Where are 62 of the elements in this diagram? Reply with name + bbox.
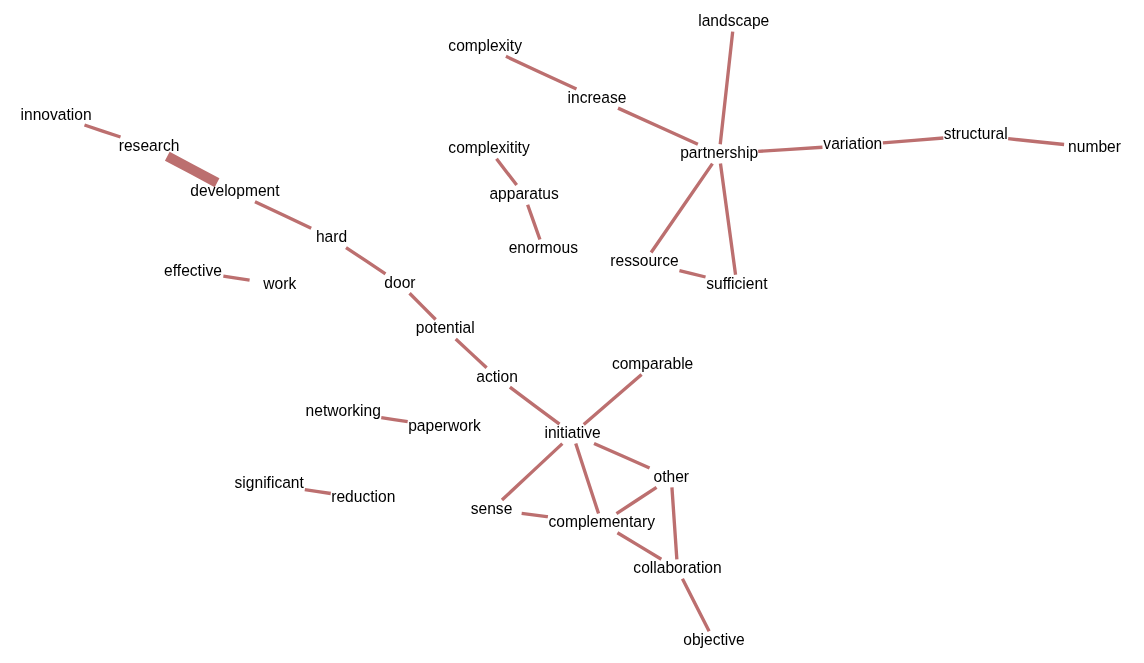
node-text: paperwork — [407, 417, 481, 435]
node-text: significant — [234, 474, 304, 492]
connector — [669, 487, 679, 560]
connector — [504, 54, 577, 91]
connector — [718, 163, 737, 276]
connector — [164, 151, 219, 188]
node-text: development — [189, 182, 280, 200]
connector — [680, 577, 711, 633]
connector — [407, 292, 437, 321]
node-text: networking — [305, 402, 381, 420]
node-text: complexitity — [447, 139, 530, 157]
node-text: enormous — [508, 239, 578, 257]
node-text: increase — [567, 88, 626, 106]
node-text: landscape — [697, 12, 769, 30]
connector — [508, 385, 560, 426]
connector — [525, 204, 541, 241]
connector — [253, 200, 312, 230]
connector — [718, 31, 734, 145]
node-text: comparable — [611, 355, 693, 373]
connector — [582, 373, 643, 426]
node-text: apparatus — [488, 184, 559, 202]
node-text: sense — [470, 499, 512, 517]
node-text: door — [383, 273, 416, 291]
connector — [222, 274, 250, 282]
connector — [520, 511, 548, 519]
connector — [592, 441, 650, 470]
node-text: initiative — [543, 424, 601, 442]
connector — [573, 443, 600, 515]
node-text: structural — [943, 125, 1008, 143]
node-text: complementary — [548, 513, 655, 531]
node-text: hard — [315, 228, 347, 246]
connector — [882, 136, 943, 145]
node-text: reduction — [330, 488, 395, 506]
connector — [304, 487, 331, 496]
connector — [616, 531, 662, 561]
node-text: sufficient — [705, 274, 767, 292]
node-text: innovation — [20, 105, 92, 123]
connector — [454, 337, 488, 369]
connector — [494, 157, 518, 187]
node-text: collaboration — [632, 559, 722, 577]
connector — [500, 442, 563, 502]
node-text: number — [1067, 137, 1121, 155]
node-text: research — [118, 136, 179, 154]
connector — [649, 162, 714, 254]
node-text: other — [653, 467, 689, 485]
node-text: ressource — [609, 252, 679, 270]
node-text: effective — [163, 261, 222, 279]
node-text: complexity — [447, 36, 522, 54]
node-text: variation — [822, 135, 882, 153]
node-text: action — [475, 367, 518, 385]
connector — [83, 123, 121, 139]
connector — [678, 269, 706, 279]
connector — [616, 106, 699, 146]
node-text: work — [262, 274, 296, 292]
connector — [1007, 137, 1064, 147]
connector — [344, 246, 386, 276]
node-text: potential — [415, 319, 475, 337]
node-text: partnership — [679, 144, 758, 162]
connector — [757, 145, 823, 154]
connector — [615, 485, 657, 516]
node-text: objective — [682, 630, 745, 648]
connector — [380, 416, 408, 424]
